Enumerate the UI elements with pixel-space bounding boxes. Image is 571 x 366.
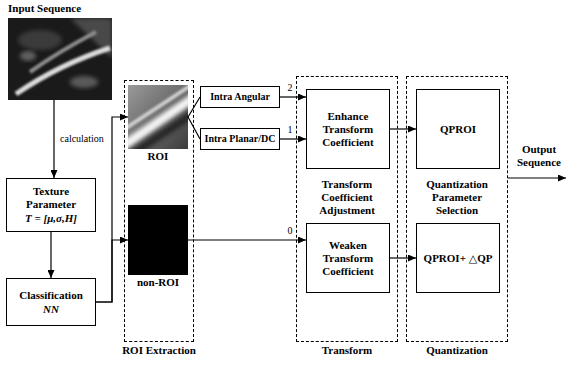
edge-label: 0 — [287, 225, 294, 237]
output-arrow — [508, 177, 566, 178]
roi-image-node: ROI — [128, 85, 188, 165]
node-text: QPROI — [420, 123, 496, 136]
node-text: Intra Angular — [204, 91, 276, 103]
connector-arrow — [188, 239, 306, 240]
node-text: ROI — [128, 150, 188, 163]
node-text: Transform — [322, 344, 373, 357]
node-text: Quantization Parameter Selection — [417, 178, 497, 217]
edge-label: calculation — [59, 133, 105, 145]
roi-image — [128, 85, 188, 149]
process-box: QPROI — [416, 89, 500, 169]
node-text: ROI Extraction — [122, 344, 196, 357]
connector-arrow — [280, 138, 306, 139]
edge-label: 1 — [287, 124, 294, 136]
connector-arrow — [188, 117, 200, 139]
node-text: Weaken Transform Coefficient — [310, 239, 386, 278]
node-text: Enhance Transform Coefficient — [310, 110, 386, 149]
connector-arrow — [50, 232, 51, 278]
dashed-group: Enhance Transform CoefficientWeaken Tran… — [296, 76, 398, 342]
output-label: Output Sequence — [510, 143, 568, 169]
process-box: Intra Angular — [200, 86, 280, 108]
non-roi-image-node: non-ROI — [128, 205, 188, 295]
process-box: ClassificationNN — [6, 278, 96, 326]
process-box: Weaken Transform Coefficient — [306, 223, 390, 293]
dashed-group: QPROI QPROI+ △QP Quantization Parameter Se… — [406, 76, 508, 342]
node-text: Intra Planar/DC — [204, 133, 276, 145]
node-text: Transform Coefficient Adjustment — [307, 178, 387, 217]
node-text: Texture Parameter — [10, 185, 92, 211]
non-roi-image — [128, 205, 188, 275]
node-text: NN — [10, 303, 92, 316]
process-box: Texture ParameterT = [μ,σ,H] — [6, 178, 96, 232]
process-box: QPROI+ △QP — [416, 223, 500, 293]
input-image-node: Input Sequence — [8, 2, 112, 100]
connector-arrow — [390, 128, 416, 129]
node-text: QPROI+ △QP — [420, 252, 496, 265]
connector-arrow — [53, 100, 54, 178]
connector-arrow — [188, 97, 200, 117]
node-text: Quantization — [426, 344, 488, 357]
dashed-group: ROInon-ROIROI Extraction — [124, 80, 194, 342]
node-text: non-ROI — [128, 276, 188, 289]
connector-arrow — [280, 96, 306, 97]
edge-label: 2 — [287, 82, 294, 94]
ultrasound-image — [8, 18, 112, 100]
connector-arrow — [390, 257, 416, 258]
node-text: T = [μ,σ,H] — [10, 212, 92, 225]
node-text: Classification — [10, 289, 92, 302]
node-text: Input Sequence — [8, 2, 81, 15]
process-box: Enhance Transform Coefficient — [306, 89, 390, 169]
process-box: Intra Planar/DC — [200, 128, 280, 150]
